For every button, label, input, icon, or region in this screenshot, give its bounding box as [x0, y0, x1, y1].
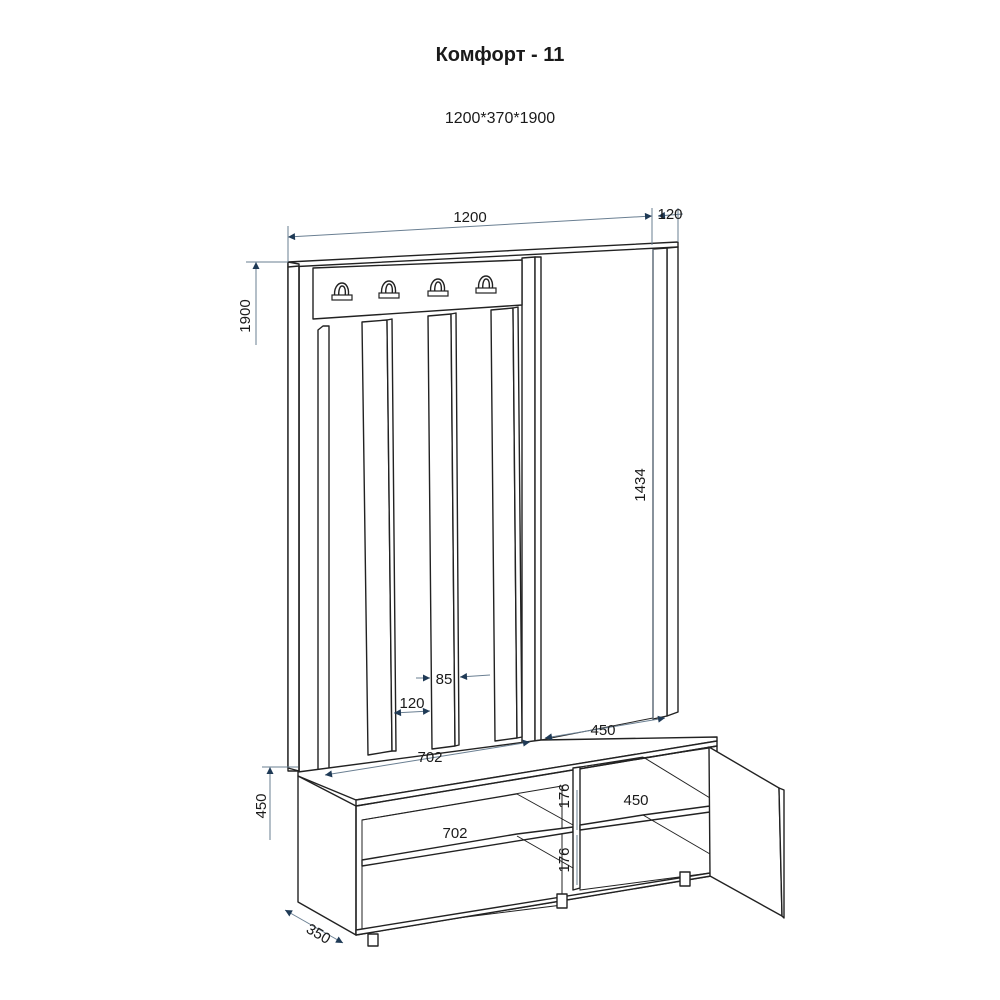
bench-left-side [297, 775, 357, 936]
dim-label: 1900 [237, 299, 254, 332]
middle-divider [521, 256, 536, 745]
dim-slat-width [393, 707, 431, 717]
slat [512, 306, 523, 739]
bench-seat [297, 736, 718, 801]
dim-label: 120 [657, 206, 682, 223]
dim-label: 450 [623, 792, 648, 809]
hook-board [312, 259, 523, 320]
right-post-inner [652, 247, 668, 720]
slat [317, 325, 330, 773]
dim-label: 450 [590, 722, 615, 739]
leg [679, 871, 691, 887]
dimension-lines [246, 208, 684, 944]
dim-label: 176 [556, 847, 573, 872]
dim-label: 350 [303, 920, 333, 947]
middle-divider-side [534, 256, 542, 742]
dim-seat-width [324, 739, 531, 778]
open-door [708, 746, 785, 919]
dim-label: 450 [253, 793, 270, 818]
dim-label: 702 [417, 749, 442, 766]
hook-icon [475, 275, 497, 294]
dimension-labels: 1200 120 1900 1434 85 120 702 450 450 17… [237, 206, 683, 948]
dim-label: 176 [556, 783, 573, 808]
coat-hooks [331, 275, 497, 301]
leg [367, 933, 379, 947]
dim-depth [284, 909, 344, 944]
hook-icon [378, 280, 400, 299]
left-post [287, 265, 300, 772]
dim-label: 1200 [453, 209, 486, 226]
dim-label: 85 [436, 671, 453, 688]
leg [556, 893, 568, 909]
hook-icon [331, 282, 353, 301]
overall-size-label: 1200*370*1900 [444, 110, 556, 127]
dim-label: 1434 [632, 468, 649, 501]
bench-bottom [355, 872, 718, 936]
dim-label: 120 [399, 695, 424, 712]
hook-rail [312, 259, 523, 320]
right-shelf [579, 805, 711, 831]
door-panel [708, 746, 783, 917]
dim-width-top [287, 212, 653, 241]
bench [297, 736, 718, 936]
legs [367, 871, 691, 947]
hook-icon [427, 278, 449, 297]
dim-label: 702 [442, 825, 467, 842]
right-post [666, 246, 679, 717]
upper-frame [287, 241, 679, 772]
dim-seat-right [544, 715, 666, 741]
page-title: Комфорт - 11 [435, 44, 565, 66]
dim-top-offset [657, 211, 684, 219]
